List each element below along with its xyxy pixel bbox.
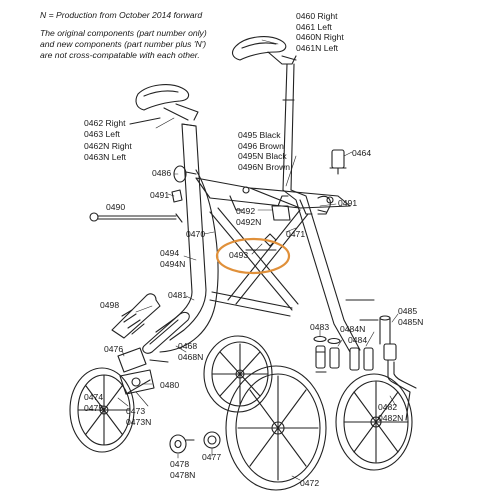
bushing-set [313,335,374,373]
right-frame-tube [282,189,379,353]
label-0484: 0484 [348,335,368,345]
label-0464: 0464 [352,148,372,158]
axle-bolt [89,212,183,223]
label-0491-left: 0491 [150,190,170,200]
washer [203,431,221,449]
label-0481: 0481 [168,290,188,300]
folding-cross-braces [209,207,309,317]
hub-cap [169,434,195,454]
label-0486: 0486 [152,168,172,178]
clip-right [317,195,331,215]
label-0498: 0498 [100,300,120,310]
side-pad [111,293,161,339]
left-handle-grip [129,84,199,125]
label-0491-right: 0491 [338,198,358,208]
middle-wheel [203,335,273,413]
brake-cable [159,169,219,353]
production-note: N = Production from October 2014 forward [40,10,203,20]
tube-plug [329,149,347,175]
label-0493: 0493 [229,250,249,260]
large-wheel [225,365,327,491]
clip-left [171,189,183,203]
leader-lines [117,39,399,481]
highlight-0493 [215,237,291,275]
compatibility-note-3: are not cross-compatable with each other… [40,50,200,60]
label-0470: 0470 [186,229,206,239]
label-0477: 0477 [202,452,222,462]
seat-crossbar [195,177,351,215]
small-wheel [69,367,151,453]
compatibility-note-1: The original components (part number onl… [40,28,207,38]
label-0484n: 0484N [340,324,366,334]
label-0476: 0476 [104,344,124,354]
compatibility-note-2: and new components (part number plus 'N'… [40,39,207,49]
frame-grip-slot [142,311,190,354]
rear-tube [379,315,391,345]
label-0483: 0483 [310,322,330,332]
label-0472: 0472 [300,478,320,488]
seat-bracket [271,195,291,221]
label-0480: 0480 [160,380,180,390]
label-0490: 0490 [106,202,126,212]
left-frame-tube [155,123,207,341]
label-0471: 0471 [286,229,306,239]
rear-wheel-right [335,373,413,471]
